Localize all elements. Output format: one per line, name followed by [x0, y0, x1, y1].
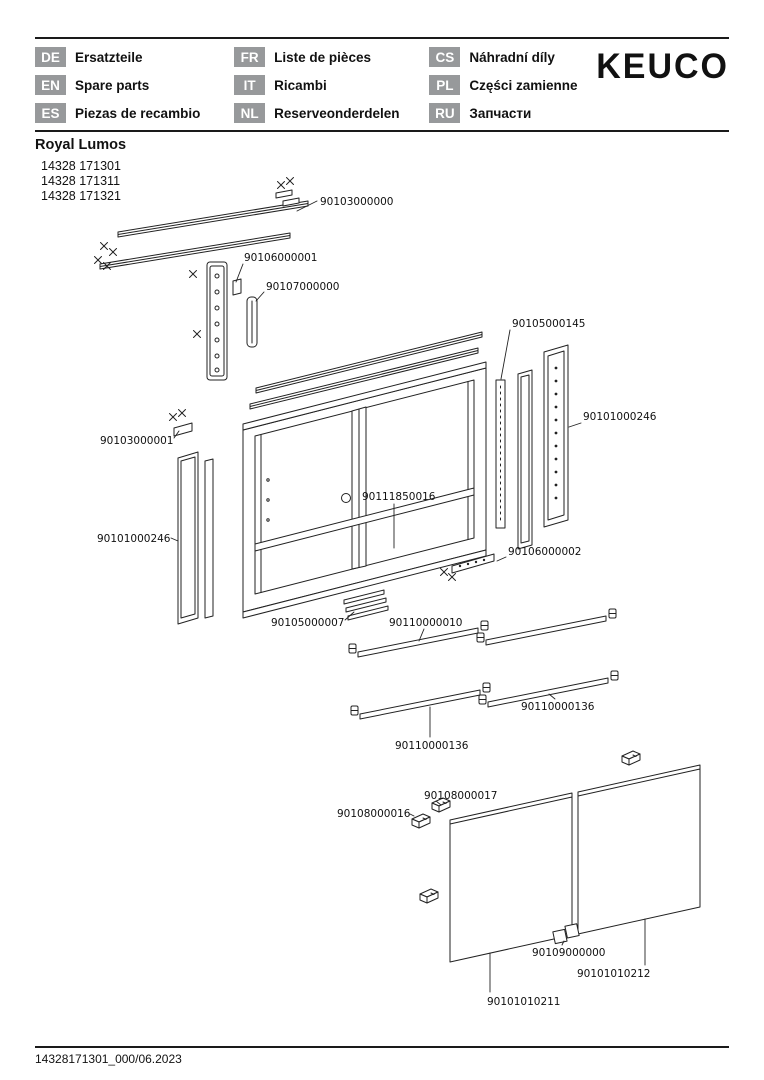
language-code-badge: CS	[429, 47, 461, 67]
language-code-badge: DE	[35, 47, 66, 67]
language-row-de: DE Ersatzteile	[35, 46, 234, 68]
language-label: Reserveonderdelen	[274, 105, 400, 121]
part-label-side-panel-left: 90101000246	[97, 533, 171, 545]
part-label-side-panel-right: 90101000246	[583, 411, 657, 423]
part-label-glass-shelf-right: 90110000136	[521, 701, 595, 713]
language-code-badge: IT	[234, 75, 266, 95]
glass-shelves	[348, 608, 619, 720]
screw-icon	[94, 256, 102, 264]
part-label-mounting-bracket: 90106000002	[508, 546, 582, 558]
language-code-badge: NL	[234, 103, 266, 123]
language-column-2: FR Liste de pièces IT Ricambi NL Reserve…	[234, 46, 429, 130]
screw-icon	[440, 568, 448, 576]
screw-icon	[277, 181, 285, 189]
language-row-es: ES Piezas de recambio	[35, 102, 234, 124]
wall-bracket	[169, 409, 193, 437]
language-column-3: CS Náhradní díly PL Części zamienne RU З…	[429, 46, 596, 130]
language-code-badge: ES	[35, 103, 66, 123]
clip-strips	[343, 589, 389, 621]
language-label: Piezas de recambio	[75, 105, 201, 121]
shelf-clip-icon	[476, 632, 485, 643]
language-row-fr: FR Liste de pièces	[234, 46, 429, 68]
language-row-en: EN Spare parts	[35, 74, 234, 96]
language-row-cs: CS Náhradní díly	[429, 46, 596, 68]
language-label: Liste de pièces	[274, 49, 371, 65]
wall-mount-profile	[189, 261, 258, 381]
mounting-bracket	[440, 553, 495, 581]
language-label: Náhradní díly	[469, 49, 555, 65]
model-number: 14328 171311	[41, 174, 121, 188]
screw-icon	[178, 409, 186, 417]
part-label-cabinet-body: 90111850016	[362, 491, 436, 503]
part-label-hinge-lower: 90108000016	[337, 808, 411, 820]
door-damper	[552, 923, 580, 945]
screw-icon	[193, 330, 201, 338]
part-label-door-damper: 90109000000	[532, 947, 606, 959]
document-number: 14328171301_000/06.2023	[35, 1052, 182, 1066]
language-row-pl: PL Części zamienne	[429, 74, 596, 96]
hinge-icon	[621, 750, 641, 766]
footer-rule	[35, 1046, 729, 1048]
language-label: Części zamienne	[469, 77, 578, 93]
led-light-strip	[495, 379, 506, 529]
part-label-mounting-rails: 90103000000	[320, 196, 394, 208]
part-label-glass-shelf: 90110000010	[389, 617, 463, 629]
shelf-clip-icon	[350, 705, 359, 716]
language-code-badge: EN	[35, 75, 66, 95]
screw-icon	[109, 248, 117, 256]
shelf-clip-icon	[608, 608, 617, 619]
model-list: 14328 171301 14328 171311 14328 171321	[41, 159, 126, 204]
language-column-1: DE Ersatzteile EN Spare parts ES Piezas …	[35, 46, 234, 130]
part-label-led-light-strip: 90105000145	[512, 318, 586, 330]
hinge-icon	[411, 813, 431, 829]
screw-icon	[189, 270, 197, 278]
product-info: Royal Lumos 14328 171301 14328 171311 14…	[35, 137, 126, 204]
language-label: Ersatzteile	[75, 49, 143, 65]
right-side-panels	[517, 344, 569, 550]
part-label-wall-profile: 90106000001	[244, 252, 318, 264]
left-side-panel	[177, 451, 214, 625]
screw-icon	[448, 573, 456, 581]
language-label: Spare parts	[75, 77, 150, 93]
mounting-rails	[94, 177, 309, 270]
part-label-cover-strip: 90107000000	[266, 281, 340, 293]
screw-icon	[286, 177, 294, 185]
language-label: Ricambi	[274, 77, 327, 93]
part-label-mirror-door-left: 90101010211	[487, 996, 561, 1008]
language-code-badge: PL	[429, 75, 461, 95]
part-label-wall-bracket: 90103000001	[100, 435, 174, 447]
shelf-clip-icon	[610, 670, 619, 681]
shelf-clip-icon	[478, 694, 487, 705]
part-labels: 90103000000 90106000001 90107000000 9010…	[97, 196, 657, 1008]
screw-icon	[100, 242, 108, 250]
header-rule	[35, 130, 729, 132]
part-label-mirror-door-right: 90101010212	[577, 968, 651, 980]
part-label-hinge-upper: 90108000017	[424, 790, 498, 802]
shelf-clip-icon	[482, 682, 491, 693]
exploded-diagram: 90103000000 90106000001 90107000000 9010…	[94, 177, 701, 1008]
part-label-clip-set: 90105000007	[271, 617, 345, 629]
keuco-logo: KEUCO	[596, 46, 730, 87]
hinge-icon	[419, 888, 439, 904]
language-row-ru: RU Запчасти	[429, 102, 596, 124]
cabinet-body	[242, 361, 487, 619]
language-row-it: IT Ricambi	[234, 74, 429, 96]
language-code-badge: RU	[429, 103, 461, 123]
top-light-profiles	[249, 331, 483, 410]
language-label: Запчасти	[469, 105, 532, 121]
model-number: 14328 171321	[41, 189, 121, 203]
model-number: 14328 171301	[41, 159, 121, 173]
leader-lines	[170, 200, 646, 993]
language-code-badge: FR	[234, 47, 266, 67]
product-title: Royal Lumos	[35, 137, 127, 153]
language-row-nl: NL Reserveonderdelen	[234, 102, 429, 124]
shelf-clip-icon	[348, 643, 357, 654]
top-rule	[35, 37, 729, 39]
shelf-clip-icon	[480, 620, 489, 631]
language-header: DE Ersatzteile EN Spare parts ES Piezas …	[35, 46, 729, 130]
part-label-glass-shelf-bottom: 90110000136	[395, 740, 469, 752]
mirror-doors	[449, 764, 701, 963]
screw-icon	[169, 413, 177, 421]
